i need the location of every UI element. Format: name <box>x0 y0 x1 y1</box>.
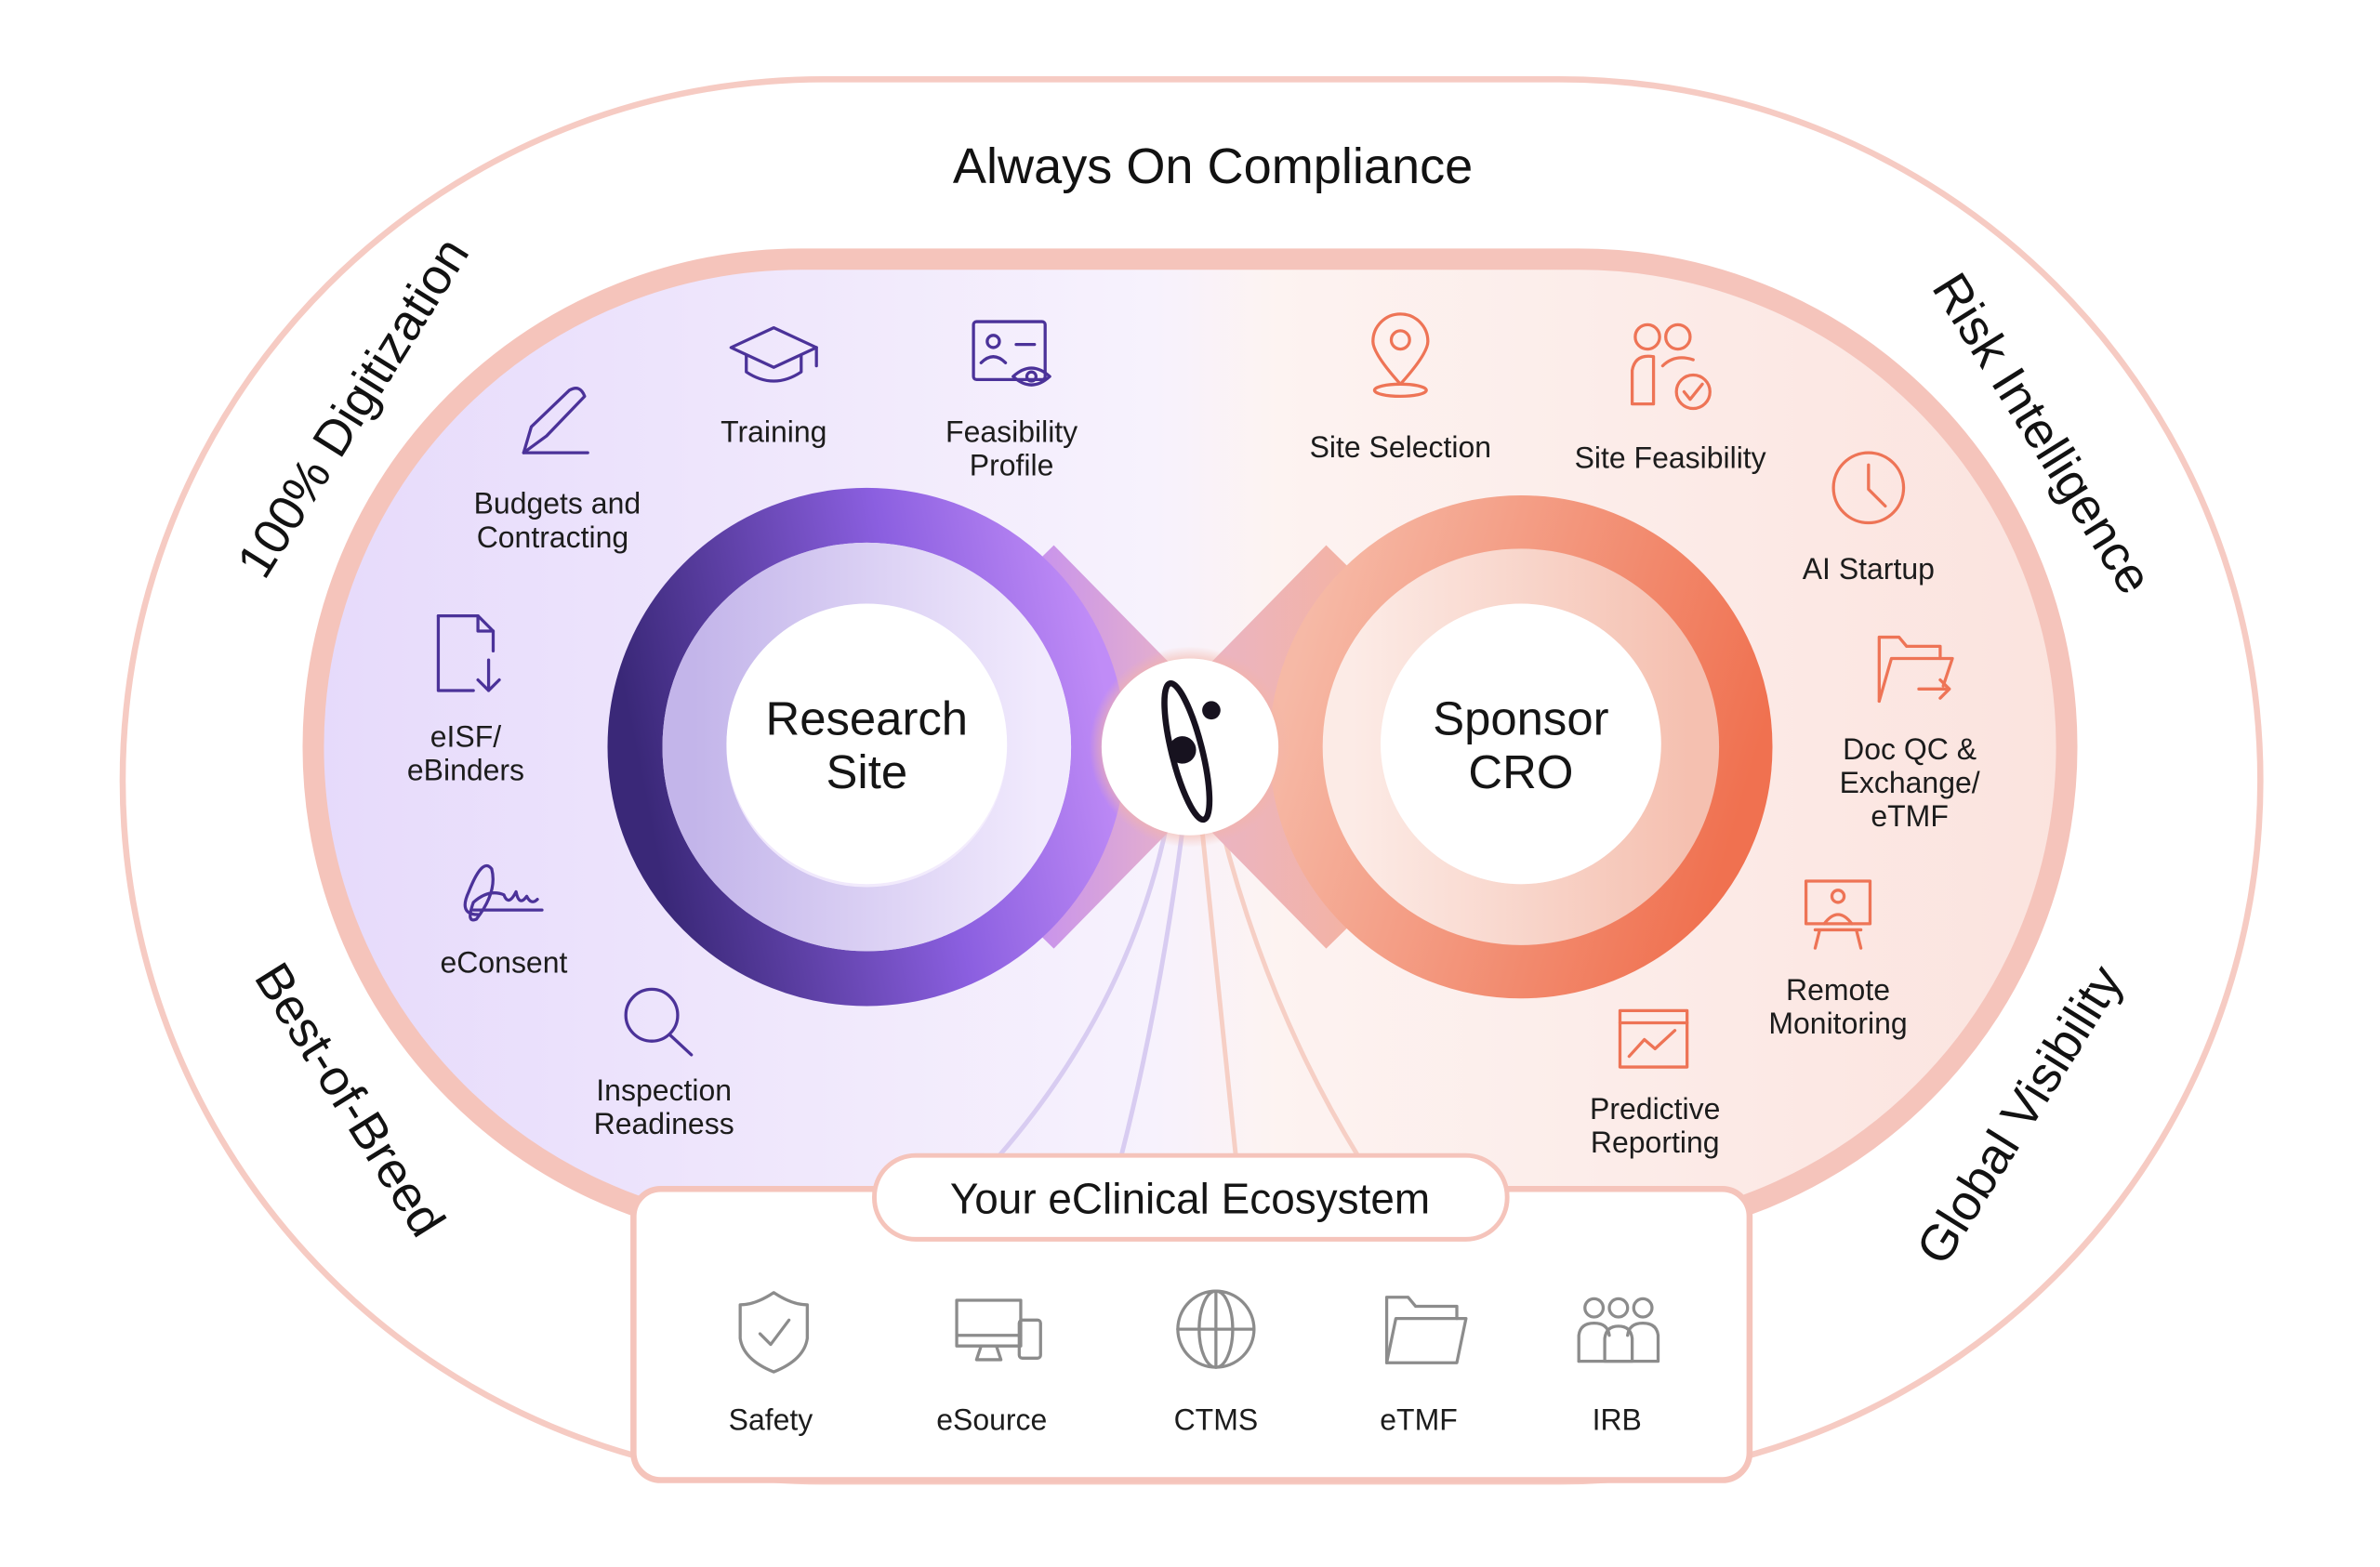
ecosystem-connectors <box>998 823 1360 1157</box>
feature-inspection-readiness[interactable]: Inspection Readiness <box>594 987 734 1140</box>
svg-text:Contracting: Contracting <box>477 520 628 554</box>
svg-text:Safety: Safety <box>729 1402 813 1436</box>
ecosystem-item-safety[interactable]: Safety <box>729 1291 813 1437</box>
svg-text:eSource: eSource <box>936 1402 1047 1436</box>
svg-text:Site Selection: Site Selection <box>1310 430 1491 464</box>
svg-text:Doc QC &: Doc QC & <box>1843 732 1977 766</box>
svg-text:Readiness: Readiness <box>594 1107 734 1140</box>
document-download-icon <box>436 613 501 692</box>
svg-text:Reporting: Reporting <box>1591 1126 1720 1159</box>
svg-text:Site Feasibility: Site Feasibility <box>1575 441 1766 475</box>
desktop-device-icon <box>955 1298 1042 1362</box>
ecosystem-title-pill <box>872 1152 1510 1242</box>
svg-text:Inspection: Inspection <box>596 1073 732 1107</box>
pen-icon <box>522 387 589 454</box>
shield-check-icon <box>738 1291 809 1374</box>
feature-training[interactable]: Training <box>721 325 826 449</box>
orbit-logo-icon <box>1101 658 1279 836</box>
presenter-monitor-icon <box>1804 879 1872 950</box>
feature-ai-startup[interactable]: AI Startup <box>1803 451 1935 586</box>
ecosystem-item-esource[interactable]: eSource <box>936 1298 1047 1436</box>
feature-feasibility-profile[interactable]: Feasibility Profile <box>945 320 1078 482</box>
folder-arrow-icon <box>1877 635 1954 704</box>
ecosystem-item-ctms[interactable]: CTMS <box>1174 1289 1259 1436</box>
research-site-hub <box>726 603 1008 885</box>
globe-icon <box>1176 1289 1256 1369</box>
graduation-cap-icon <box>729 325 818 383</box>
svg-text:IRB: IRB <box>1593 1402 1642 1436</box>
svg-text:Feasibility: Feasibility <box>945 415 1078 449</box>
feature-budgets-contracting[interactable]: Budgets and Contracting <box>474 387 641 554</box>
research-site-label: Research <box>766 692 969 745</box>
people-check-icon <box>1630 323 1712 411</box>
signature-icon <box>463 863 544 922</box>
svg-text:eBinders: eBinders <box>407 754 524 787</box>
clock-icon <box>1831 451 1906 525</box>
svg-text:Exchange/: Exchange/ <box>1840 766 1980 799</box>
svg-text:Remote: Remote <box>1786 973 1890 1007</box>
feature-remote-monitoring[interactable]: Remote Monitoring <box>1768 879 1908 1040</box>
ecosystem-item-etmf[interactable]: eTMF <box>1380 1296 1468 1437</box>
profile-eye-icon <box>972 320 1051 387</box>
feature-doc-qc-exchange[interactable]: Doc QC & Exchange/ eTMF <box>1840 635 1980 833</box>
svg-text:Budgets and: Budgets and <box>474 487 641 520</box>
svg-text:eConsent: eConsent <box>441 945 568 979</box>
ecosystem-title: Your eClinical Ecosystem <box>950 1175 1430 1223</box>
sponsor-cro-label-2: CRO <box>1468 745 1573 798</box>
svg-text:Profile: Profile <box>970 449 1054 482</box>
chart-report-icon <box>1618 1008 1689 1069</box>
feature-site-selection[interactable]: Site Selection <box>1310 312 1491 464</box>
feature-econsent[interactable]: eConsent <box>441 863 568 979</box>
svg-text:Predictive: Predictive <box>1590 1092 1720 1126</box>
title-always-on-compliance: Always On Compliance <box>953 138 1473 194</box>
feature-eisf-ebinders[interactable]: eISF/ eBinders <box>407 613 524 787</box>
feature-site-feasibility[interactable]: Site Feasibility <box>1575 323 1766 475</box>
svg-text:Monitoring: Monitoring <box>1768 1007 1907 1040</box>
svg-text:eTMF: eTMF <box>1871 799 1948 833</box>
svg-text:Training: Training <box>721 415 826 449</box>
folder-icon <box>1384 1296 1468 1364</box>
svg-text:eTMF: eTMF <box>1380 1402 1457 1436</box>
ecosystem-item-irb[interactable]: IRB <box>1577 1297 1660 1436</box>
group-icon <box>1577 1297 1660 1363</box>
svg-text:AI Startup: AI Startup <box>1803 552 1935 586</box>
magnifier-icon <box>624 987 694 1057</box>
svg-text:eISF/: eISF/ <box>430 720 502 754</box>
location-pin-icon <box>1371 312 1430 399</box>
sponsor-cro-label: Sponsor <box>1433 692 1608 745</box>
research-site-label-2: Site <box>826 745 908 798</box>
svg-text:CTMS: CTMS <box>1174 1402 1259 1436</box>
sponsor-cro-hub <box>1381 603 1661 885</box>
feature-predictive-reporting[interactable]: Predictive Reporting <box>1590 1008 1720 1159</box>
